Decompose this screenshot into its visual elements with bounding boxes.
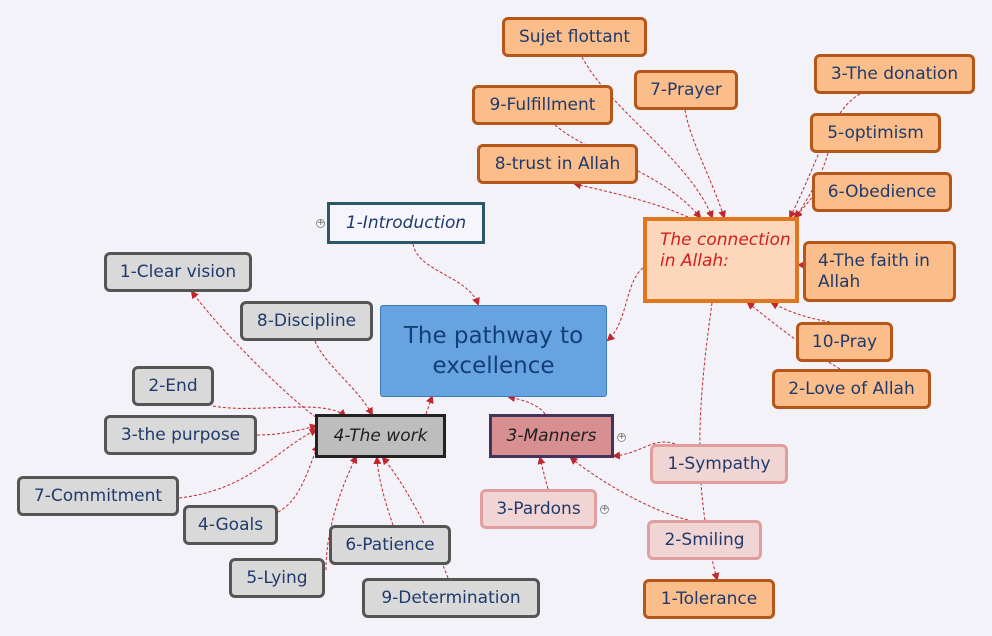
node-pray[interactable]: 10-Pray <box>796 322 893 362</box>
node-the-purpose-label: 3-the purpose <box>120 425 241 445</box>
node-sujet-flottant-label: Sujet flottant <box>518 27 631 47</box>
node-the-donation-label: 3-The donation <box>830 64 959 84</box>
node-faith-in-allah-label: 4-The faith in Allah <box>818 250 930 292</box>
connector-goals <box>277 444 319 513</box>
connector-purpose <box>256 423 318 436</box>
node-determination[interactable]: 9-Determination <box>362 578 540 618</box>
node-love-of-allah[interactable]: 2-Love of Allah <box>772 369 931 409</box>
node-connection-label: The connection in Allah: <box>660 230 791 271</box>
connector-connection <box>606 267 644 342</box>
node-introduction-label: 1-Introduction <box>345 213 467 233</box>
node-prayer[interactable]: 7-Prayer <box>634 70 738 110</box>
node-patience-label: 6-Patience <box>345 535 435 555</box>
node-optimism-label: 5-optimism <box>827 123 924 143</box>
node-smiling[interactable]: 2-Smiling <box>647 520 762 560</box>
node-trust-in-allah-label: 8-trust in Allah <box>494 154 621 174</box>
node-tolerance-label: 1-Tolerance <box>660 589 758 609</box>
node-goals[interactable]: 4-Goals <box>183 505 278 545</box>
connector-patience <box>373 456 394 526</box>
node-trust-in-allah[interactable]: 8-trust in Allah <box>477 144 638 184</box>
node-obedience-label: 6-Obedience <box>827 182 937 202</box>
node-patience[interactable]: 6-Patience <box>329 525 451 565</box>
node-connection-in-allah[interactable]: The connection in Allah: <box>643 217 799 303</box>
node-clear-vision[interactable]: 1-Clear vision <box>104 252 252 292</box>
node-lying-label: 5-Lying <box>246 568 308 588</box>
node-pardons-label: 3-Pardons <box>496 499 581 519</box>
node-fulfillment-label: 9-Fulfillment <box>489 95 596 115</box>
node-sujet-flottant[interactable]: Sujet flottant <box>502 17 647 57</box>
node-introduction[interactable]: 1-Introduction <box>327 202 485 244</box>
node-fulfillment[interactable]: 9-Fulfillment <box>472 85 613 125</box>
connector-work <box>425 395 434 415</box>
node-end[interactable]: 2-End <box>132 366 214 406</box>
node-discipline[interactable]: 8-Discipline <box>240 301 373 341</box>
node-pardons[interactable]: 3-Pardons <box>480 489 597 529</box>
node-clear-vision-label: 1-Clear vision <box>119 262 237 282</box>
central-topic[interactable]: The pathway to excellence <box>380 305 607 397</box>
node-pray-label: 10-Pray <box>811 332 878 352</box>
node-smiling-label: 2-Smiling <box>664 530 745 550</box>
connector-pray <box>770 302 831 323</box>
node-end-label: 2-End <box>148 376 198 396</box>
node-determination-label: 9-Determination <box>381 588 521 608</box>
node-faith-in-allah[interactable]: 4-The faith in Allah <box>803 241 956 302</box>
node-discipline-label: 8-Discipline <box>256 311 357 331</box>
node-manners[interactable]: 3-Manners <box>489 414 614 458</box>
expand-pardons-icon[interactable]: + <box>600 504 609 514</box>
expand-manners-icon[interactable]: + <box>617 432 626 442</box>
connector-prayer <box>684 109 726 219</box>
expand-introduction-icon[interactable]: + <box>316 218 325 228</box>
node-the-donation[interactable]: 3-The donation <box>814 54 975 94</box>
connector-pardons <box>537 456 549 490</box>
node-sympathy-label: 1-Sympathy <box>667 454 771 474</box>
node-sympathy[interactable]: 1-Sympathy <box>650 444 788 484</box>
node-lying[interactable]: 5-Lying <box>229 558 325 598</box>
node-commitment[interactable]: 7-Commitment <box>17 476 179 516</box>
connector-trust <box>573 181 689 218</box>
node-love-of-allah-label: 2-Love of Allah <box>788 379 915 399</box>
node-optimism[interactable]: 5-optimism <box>810 113 941 153</box>
node-manners-label: 3-Manners <box>506 426 597 446</box>
node-the-work-label: 4-The work <box>333 426 428 446</box>
connector-intro <box>412 243 480 306</box>
node-goals-label: 4-Goals <box>197 515 264 535</box>
node-commitment-label: 7-Commitment <box>33 486 163 506</box>
node-tolerance[interactable]: 1-Tolerance <box>643 579 775 619</box>
node-obedience[interactable]: 6-Obedience <box>812 172 952 212</box>
node-the-purpose[interactable]: 3-the purpose <box>104 415 257 455</box>
node-the-work[interactable]: 4-The work <box>315 414 446 458</box>
connector-manners <box>507 394 546 415</box>
connector-discipline <box>314 340 374 416</box>
node-prayer-label: 7-Prayer <box>650 80 722 100</box>
central-topic-label: The pathway to excellence <box>403 323 584 379</box>
